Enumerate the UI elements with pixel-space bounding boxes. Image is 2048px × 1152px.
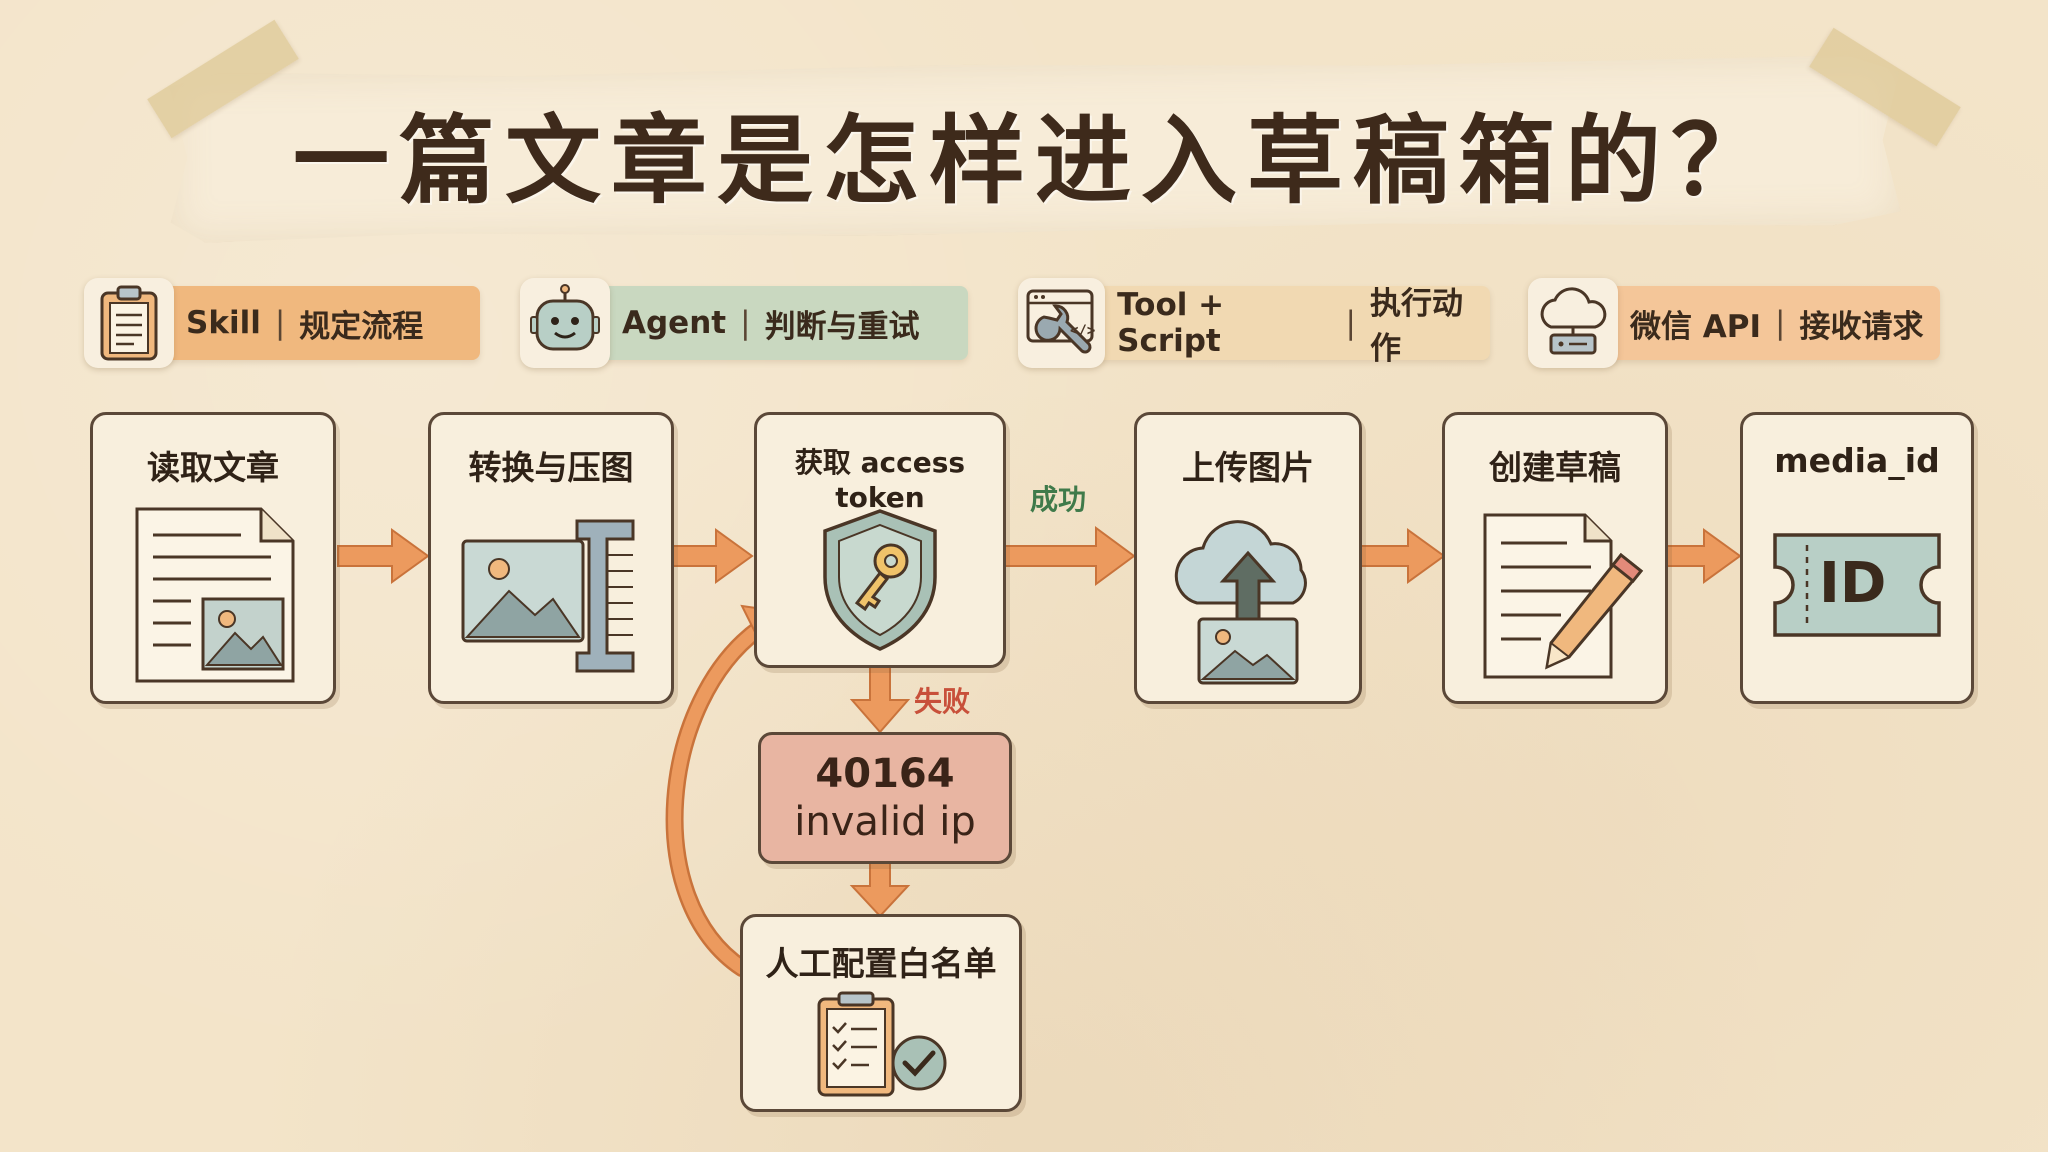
arrow-token-to-error xyxy=(849,663,911,734)
arrow-token-to-upload xyxy=(1001,526,1136,586)
id-text: ID xyxy=(1819,551,1887,616)
legend-tool-desc: 执行动作 xyxy=(1369,286,1463,367)
fail-label: 失败 xyxy=(914,685,971,718)
legend-separator: | xyxy=(740,305,751,341)
step-media-id: media_id ID xyxy=(1740,412,1974,704)
legend-wechat-desc: 接收请求 xyxy=(1799,308,1924,345)
step-upload-image: 上传图片 xyxy=(1134,412,1362,704)
step-label: 获取 access token xyxy=(794,446,966,514)
checklist-icon xyxy=(817,991,947,1097)
svg-text:</>: </> xyxy=(1070,323,1095,339)
id-ticket-icon xyxy=(1773,533,1941,637)
document-icon xyxy=(135,507,295,683)
arrow-convert-to-token xyxy=(669,528,754,584)
error-box: 40164 invalid ip xyxy=(758,732,1012,864)
step-convert-compress: 转换与压图 xyxy=(428,412,674,704)
step-label: 创建草稿 xyxy=(1489,448,1621,487)
error-message: invalid ip xyxy=(794,799,976,845)
legend-separator: | xyxy=(1775,305,1786,341)
legend-agent-desc: 判断与重试 xyxy=(764,308,920,345)
step-label: 人工配置白名单 xyxy=(765,944,997,983)
success-label: 成功 xyxy=(1030,483,1087,516)
legend-wechat-api: 微信 API | 接收请求 xyxy=(1528,278,1940,368)
arrow-read-to-convert xyxy=(337,528,430,584)
arrow-upload-to-draft xyxy=(1357,528,1446,584)
wrench-code-icon: </> xyxy=(1018,278,1106,368)
cloud-server-icon xyxy=(1528,278,1618,368)
legend-agent: Agent | 判断与重试 xyxy=(520,278,968,368)
draft-pencil-icon xyxy=(1483,513,1644,679)
shield-key-icon xyxy=(823,509,937,651)
legend-separator: | xyxy=(1345,305,1356,341)
clipboard-icon xyxy=(84,278,174,368)
legend-skill-desc: 规定流程 xyxy=(299,308,424,345)
robot-icon xyxy=(520,278,610,368)
step-label: 转换与压图 xyxy=(468,448,634,487)
arrow-error-to-fix xyxy=(849,859,911,918)
image-compress-icon xyxy=(461,519,635,673)
arrow-draft-to-mediaid xyxy=(1663,528,1742,584)
step-label: media_id xyxy=(1774,441,1940,480)
legend-tool-name: Tool + Script xyxy=(1117,287,1225,359)
legend-agent-name: Agent xyxy=(622,305,727,341)
step-label: 读取文章 xyxy=(147,448,279,487)
step-create-draft: 创建草稿 xyxy=(1442,412,1668,704)
step-manual-whitelist: 人工配置白名单 xyxy=(740,914,1022,1112)
step-read-article: 读取文章 xyxy=(90,412,336,704)
legend-skill-name: Skill xyxy=(186,305,261,341)
cloud-upload-icon xyxy=(1174,520,1307,685)
legend-wechat-name: 微信 API xyxy=(1630,308,1762,345)
legend-skill: Skill | 规定流程 xyxy=(84,278,480,368)
page-title: 一篇文章是怎样进入草稿箱的？ xyxy=(293,104,1777,217)
error-code: 40164 xyxy=(815,751,955,797)
step-get-access-token: 获取 access token xyxy=(754,412,1006,668)
legend-separator: | xyxy=(274,305,286,341)
legend-tool-script: </> Tool + Script | 执行动作 xyxy=(1018,278,1490,368)
step-label: 上传图片 xyxy=(1182,448,1314,487)
